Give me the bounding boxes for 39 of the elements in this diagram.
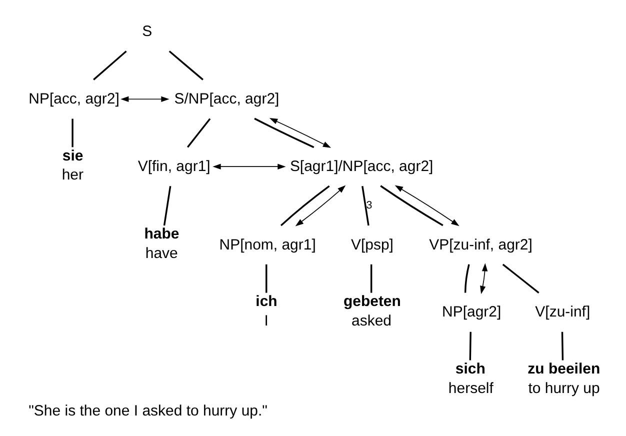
edge-label: 3 (366, 199, 372, 212)
connector (186, 118, 210, 148)
node-text: sie her (61, 147, 84, 184)
connector (71, 118, 73, 148)
connector (168, 50, 203, 80)
node-text: V[zu-inf] (534, 304, 590, 321)
node-text: S (142, 23, 152, 40)
node-text: gebeten asked (342, 293, 400, 330)
node-text: habe have (144, 226, 179, 262)
connector (254, 118, 314, 148)
node-text: V[fin, agr1] (137, 158, 210, 176)
connector (361, 186, 369, 226)
arrow (212, 164, 286, 170)
node-text: V[psp] (350, 236, 393, 254)
connector (502, 264, 539, 294)
connector (380, 185, 443, 226)
node-text: S/NP[acc, agr2] (174, 90, 279, 108)
arrow (480, 263, 488, 294)
connector (464, 264, 470, 293)
arrow (120, 96, 169, 102)
node-text: ich I (255, 293, 277, 330)
node-text: NP[nom, agr1] (218, 236, 316, 254)
connector (162, 186, 171, 226)
arrow (394, 185, 459, 226)
node-text: S[agr1]/NP[acc, agr2] (289, 158, 433, 176)
node-text: VP[zu-inf, agr2] (428, 236, 532, 254)
connector (468, 332, 471, 360)
connector (92, 50, 126, 80)
arrow (268, 118, 331, 148)
node-text: zu beeilen to hurry up (527, 360, 600, 397)
connector (560, 332, 564, 360)
arrow (294, 185, 346, 226)
node-text: sich herself (448, 360, 493, 397)
connector (265, 264, 267, 293)
node-text: NP[agr2] (442, 304, 501, 321)
caption: "She is the one I asked to hurry up." (28, 402, 267, 420)
connector (370, 264, 372, 293)
connector (280, 185, 330, 226)
node-text: NP[acc, agr2] (28, 90, 119, 108)
